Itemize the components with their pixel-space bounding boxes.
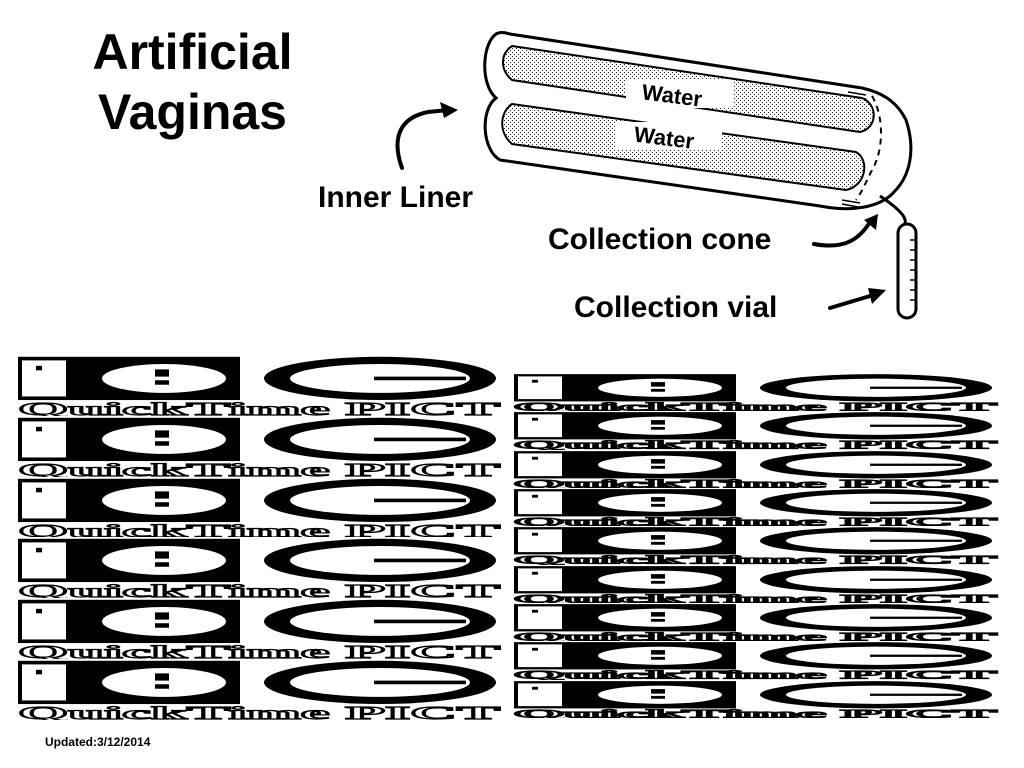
vial-graduations — [910, 239, 916, 301]
quicktime-pict-text: QuickTime PICT — [514, 478, 998, 488]
quicktime-pict-placeholder: QuickTime PICT — [513, 450, 998, 488]
quicktime-pict-panel-left: QuickTime PICT QuickTime PICT QuickTime PI… — [14, 355, 504, 720]
arrow-collection-cone-head — [864, 214, 878, 230]
quicktime-pict-text: QuickTime PICT — [18, 520, 500, 537]
arrow-inner-liner-head — [440, 102, 458, 118]
quicktime-pict-placeholder: QuickTime PICT — [17, 660, 501, 720]
quicktime-pict-placeholder: QuickTime PICT — [17, 356, 501, 416]
artificial-vagina-diagram: Water Water — [395, 31, 918, 320]
quicktime-pict-text: QuickTime PICT — [514, 440, 998, 450]
collection-cone-label: Collection cone — [548, 223, 772, 256]
inner-liner-label: Inner Liner — [318, 181, 474, 214]
quicktime-pict-text: QuickTime PICT — [514, 516, 998, 526]
quicktime-pict-text: QuickTime PICT — [514, 555, 998, 565]
arrow-collection-vial — [828, 294, 872, 310]
quicktime-pict-text: QuickTime PICT — [18, 399, 500, 416]
title-line-1: Artificial — [92, 24, 293, 80]
quicktime-pict-placeholder: QuickTime PICT — [513, 604, 998, 641]
slide-title: Artificial Vaginas — [40, 22, 345, 142]
quicktime-pict-text: QuickTime PICT — [18, 460, 500, 477]
arrow-collection-cone — [812, 220, 872, 248]
title-line-2: Vaginas — [98, 84, 287, 140]
quicktime-pict-placeholder: QuickTime PICT — [17, 478, 501, 537]
quicktime-pict-placeholder: QuickTime PICT — [513, 489, 998, 526]
quicktime-pict-placeholder: QuickTime PICT — [17, 600, 501, 659]
quicktime-pict-text: QuickTime PICT — [18, 642, 500, 659]
collection-vial-label: Collection vial — [574, 291, 778, 324]
quicktime-pict-text: QuickTime PICT — [18, 703, 500, 720]
quicktime-pict-placeholder: QuickTime PICT — [17, 539, 501, 598]
hatch-ends — [841, 91, 867, 208]
quicktime-pict-placeholder: QuickTime PICT — [513, 374, 998, 411]
quicktime-pict-panel-right: QuickTime PICT QuickTime PICT QuickTime PI… — [510, 373, 1000, 718]
quicktime-pict-text: QuickTime PICT — [514, 708, 998, 718]
quicktime-pict-placeholder: QuickTime PICT — [17, 417, 501, 477]
quicktime-pict-text: QuickTime PICT — [514, 631, 998, 641]
quicktime-pict-placeholder: QuickTime PICT — [513, 680, 998, 718]
quicktime-pict-placeholder: QuickTime PICT — [513, 642, 998, 680]
quicktime-pict-placeholder: QuickTime PICT — [513, 412, 998, 450]
quicktime-pict-placeholder: QuickTime PICT — [513, 565, 998, 603]
arrow-collection-vial-head — [868, 288, 886, 304]
quicktime-pict-placeholder: QuickTime PICT — [513, 527, 998, 565]
quicktime-pict-text: QuickTime PICT — [514, 401, 998, 411]
liner-fold-line — [855, 95, 882, 201]
arrow-inner-liner — [395, 108, 450, 170]
quicktime-pict-text: QuickTime PICT — [514, 670, 998, 680]
quicktime-pict-text: QuickTime PICT — [514, 593, 998, 603]
quicktime-pict-text: QuickTime PICT — [18, 581, 500, 598]
collection-vial — [896, 222, 918, 320]
updated-date: Updated:3/12/2014 — [45, 735, 151, 749]
